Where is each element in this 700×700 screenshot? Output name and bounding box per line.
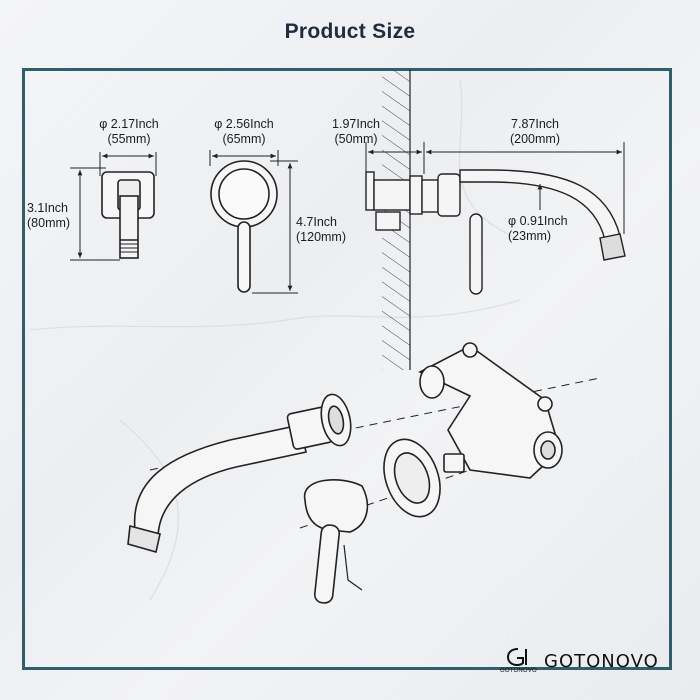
handle-height-label: 4.7Inch (120mm)	[296, 215, 346, 245]
gotonovo-logo-icon: GOTONOVO	[500, 646, 538, 676]
diagram-frame	[22, 68, 672, 670]
spout-diameter-mm: (55mm)	[107, 132, 151, 146]
valve-section-view	[365, 169, 626, 295]
spout-height-text: 3.1Inch	[27, 201, 69, 215]
marble-veins	[29, 79, 521, 601]
handle-height-mm: (120mm)	[296, 230, 347, 244]
brand-small-text: GOTONOVO	[500, 668, 537, 674]
spout-diameter-text: φ 2.17Inch	[99, 117, 159, 131]
exploded-view	[127, 342, 601, 604]
handle-diameter-mm: (65mm)	[222, 132, 266, 146]
page-title: Product Size	[284, 20, 416, 43]
wall-depth-mm: (50mm)	[334, 132, 378, 146]
outlet-diameter-mm: (23mm)	[508, 229, 552, 243]
wall-depth-dimension	[365, 142, 425, 174]
wall-depth-text: 1.97Inch	[332, 117, 380, 131]
brand-logo: GOTONOVO GOTONOVO	[500, 646, 659, 676]
outlet-diameter-label: φ 0.91Inch (23mm)	[508, 214, 568, 244]
spout-length-dimension	[426, 142, 625, 234]
spout-length-mm: (200mm)	[509, 132, 560, 146]
spout-length-text: 7.87Inch	[511, 117, 559, 131]
handle-diameter-dimension	[209, 150, 279, 166]
handle-diameter-text: φ 2.56Inch	[214, 117, 274, 131]
handle-height-text: 4.7Inch	[296, 215, 338, 229]
handle-front-view	[210, 160, 278, 293]
handle-height-dimension	[252, 160, 298, 294]
handle-diameter-label: φ 2.56Inch (65mm)	[199, 117, 289, 147]
spout-height-label: 3.1Inch (80mm)	[27, 201, 70, 231]
spout-diameter-label: φ 2.17Inch (55mm)	[84, 117, 174, 147]
spout-height-mm: (80mm)	[27, 216, 71, 230]
outlet-diameter-text: φ 0.91Inch	[508, 214, 568, 228]
wall-depth-label: 1.97Inch (50mm)	[316, 117, 396, 147]
brand-name: GOTONOVO	[544, 650, 659, 672]
spout-length-label: 7.87Inch (200mm)	[490, 117, 580, 147]
spout-diameter-dimension	[99, 152, 157, 176]
spout-height-dimension	[70, 167, 120, 261]
spout-side-view	[101, 171, 155, 259]
